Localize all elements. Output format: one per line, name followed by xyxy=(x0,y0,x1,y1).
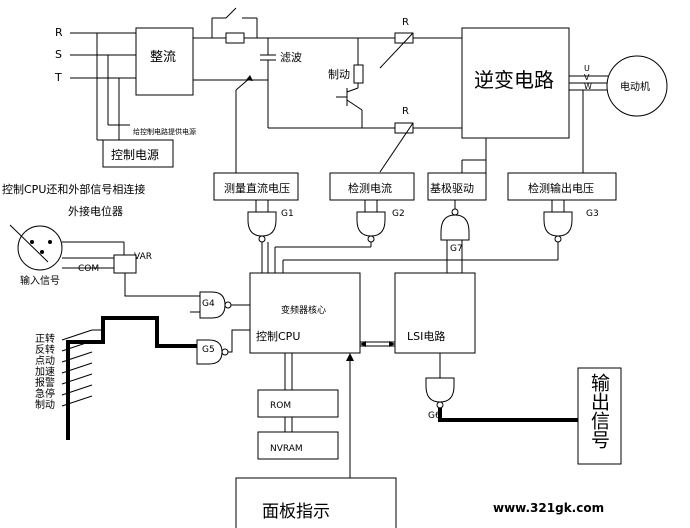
nvram-block xyxy=(257,431,339,460)
switch-accelerate: 加速 xyxy=(35,366,55,378)
motor xyxy=(606,55,668,117)
control-power-block xyxy=(102,139,174,168)
input-signal-label: 输入信号 xyxy=(20,274,60,287)
output-signal-block xyxy=(577,367,622,465)
panel-label: 面板指示 xyxy=(262,502,330,522)
base-drive-block xyxy=(427,172,487,201)
charge-resistor xyxy=(225,32,245,44)
rectifier-block xyxy=(135,27,194,96)
gate-g1-label: G1 xyxy=(281,209,294,219)
switch-forward: 正转 xyxy=(35,332,55,345)
output-signal-label: 输出信号 xyxy=(588,373,610,449)
switch-emergency-stop: 急停 xyxy=(35,387,55,400)
switch-alarm: 报警 xyxy=(35,376,55,389)
gate-g3-label: G3 xyxy=(586,209,599,219)
cpu-external-note: 控制CPU还和外部信号相连接 xyxy=(2,182,145,196)
v-label: V xyxy=(584,73,590,82)
gate-g2: G2 xyxy=(356,200,405,243)
uvw-output: U V W xyxy=(569,64,608,173)
brake-resistor xyxy=(353,64,364,84)
switch-inputs: 正转 反转 点动 加速 报警 急停 制动 xyxy=(35,329,103,411)
gate-g4: G4 xyxy=(190,291,250,319)
control-power-label: 控制电源 xyxy=(111,148,159,162)
dc-bus: 滤波 R R xyxy=(193,7,462,173)
watermark: www.321gk.com xyxy=(493,501,604,515)
gate-g6-label: G6 xyxy=(428,411,441,421)
inverter-label: 逆变电路 xyxy=(474,68,554,92)
gate-g6: G6 xyxy=(425,353,455,421)
switch-brake: 制动 xyxy=(35,398,55,411)
switch-jog: 点动 xyxy=(35,355,55,367)
u-label: U xyxy=(584,64,590,73)
switch-reverse: 反转 xyxy=(35,343,55,356)
rom-block xyxy=(257,389,339,418)
resistor-bottom-label: R xyxy=(402,106,409,117)
rectifier-label: 整流 xyxy=(150,50,176,65)
bus-resistor-bottom xyxy=(394,122,414,134)
control-power-note: 给控制电路提供电源 xyxy=(133,127,196,136)
gate-g1: G1 xyxy=(247,200,294,243)
cpu-title: 变频器核心 xyxy=(281,304,326,316)
gate-g7-label: G7 xyxy=(450,244,463,254)
detect-current-label: 检测电流 xyxy=(348,181,392,195)
gate-g5: G5 xyxy=(196,329,250,365)
measure-dc-voltage-block xyxy=(213,172,299,201)
gate-g3: G3 xyxy=(543,200,599,243)
phase-t-label: T xyxy=(54,71,62,84)
resistor-top-label: R xyxy=(402,17,409,28)
filter-label: 滤波 xyxy=(280,51,302,64)
nvram-label: NVRAM xyxy=(270,444,303,454)
cpu-label: 控制CPU xyxy=(256,329,300,343)
brake-circuit: 制动 xyxy=(328,38,364,128)
rom-label: ROM xyxy=(270,401,291,411)
lsi-block xyxy=(394,272,476,354)
gate-g5-label: G5 xyxy=(202,345,215,355)
bus-resistor-top xyxy=(394,32,414,44)
gate-g7: G7 xyxy=(440,200,470,254)
var-label: VAR xyxy=(134,252,152,262)
detect-current-block xyxy=(329,172,415,201)
detect-output-voltage-block xyxy=(507,172,617,201)
detect-output-voltage-label: 检测输出电压 xyxy=(528,181,594,195)
gate-g2-label: G2 xyxy=(392,209,405,219)
feedback-wires xyxy=(261,240,559,273)
potentiometer: 输入信号 COM xyxy=(9,224,124,287)
phase-r-label: R xyxy=(55,26,63,39)
three-phase-input: R S T xyxy=(54,26,136,141)
cpu-block xyxy=(249,272,361,354)
com-label: COM xyxy=(78,264,99,274)
measure-dc-voltage-label: 测量直流电压 xyxy=(224,181,290,195)
w-label: W xyxy=(584,82,592,91)
phase-s-label: S xyxy=(55,48,62,61)
base-drive-label: 基极驱动 xyxy=(430,181,474,195)
lsi-label: LSI电路 xyxy=(407,330,445,343)
var-block xyxy=(113,254,137,274)
motor-label: 电动机 xyxy=(620,80,650,93)
panel-block xyxy=(235,477,397,528)
inverter-block xyxy=(461,27,570,139)
gate-g4-label: G4 xyxy=(202,299,215,309)
brake-label: 制动 xyxy=(328,68,350,81)
potentiometer-label: 外接电位器 xyxy=(68,204,123,218)
